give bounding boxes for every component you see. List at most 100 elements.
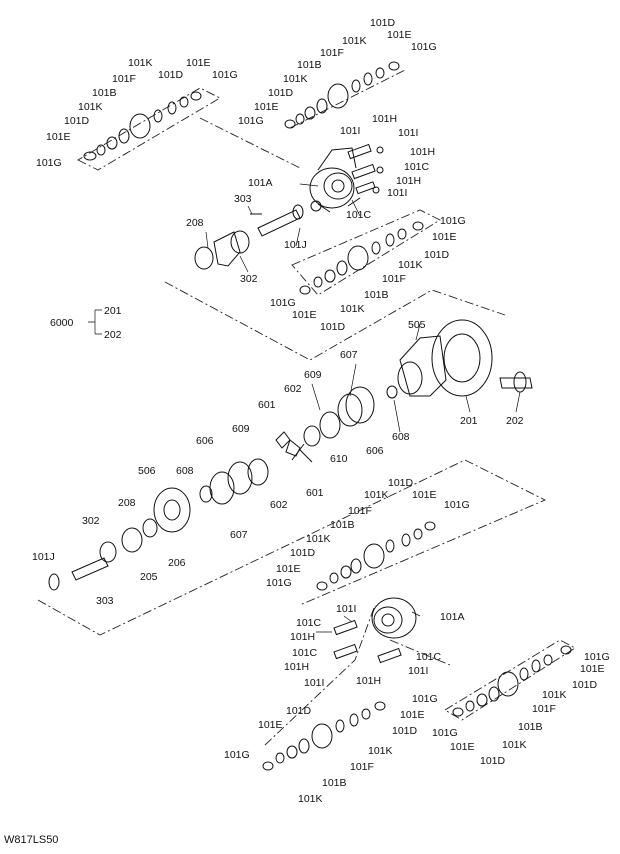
label-f9: 101E xyxy=(276,563,301,575)
label-e10: 608 xyxy=(392,431,410,443)
bearing-stack-upper-right xyxy=(299,221,424,295)
label-g10: 101G xyxy=(224,749,250,761)
label-g9: 101E xyxy=(258,719,283,731)
label-e17: 506 xyxy=(138,465,156,477)
label-e20: 208 xyxy=(118,497,136,509)
label-e24: 101J xyxy=(32,551,55,563)
label-b6: 101B xyxy=(92,87,117,99)
label-h2: 101E xyxy=(450,741,475,753)
label-h4: 101K xyxy=(502,739,527,751)
label-d10: 101G xyxy=(440,215,466,227)
label-a9: 101E xyxy=(254,101,279,113)
label-b4: 101D xyxy=(158,69,184,81)
label-f7: 101K xyxy=(306,533,331,545)
diff-case-half-506 xyxy=(153,487,191,533)
bearing-stack-lower-center xyxy=(316,521,436,591)
label-h7: 101K xyxy=(542,689,567,701)
label-a3: 101E xyxy=(387,29,412,41)
ring-gear-201 xyxy=(431,319,493,397)
seal xyxy=(363,72,373,86)
label-c3: 101J xyxy=(284,239,307,251)
washer xyxy=(190,91,202,101)
label-b2: 101E xyxy=(186,57,211,69)
label-g1: 101G xyxy=(412,693,438,705)
label-e2: 202 xyxy=(104,329,122,341)
label-a6: 101B xyxy=(297,59,322,71)
washer xyxy=(83,151,97,161)
lower-outline xyxy=(37,459,547,636)
label-e14: 610 xyxy=(330,453,348,465)
label-d9: 101E xyxy=(432,231,457,243)
label-6000: 6000 xyxy=(50,317,74,329)
upper-right-group-outline xyxy=(291,209,441,296)
label-f6: 101B xyxy=(330,519,355,531)
label-a2: 101K xyxy=(342,35,367,47)
snap-ring xyxy=(295,113,305,125)
label-g3: 101D xyxy=(392,725,418,737)
label-f11: 101I xyxy=(336,603,356,615)
label-a12: 101H xyxy=(372,113,397,125)
label-e6: 607 xyxy=(340,349,358,361)
label-b8: 101D xyxy=(64,115,90,127)
label-a18: 101A xyxy=(248,177,273,189)
label-d5: 101F xyxy=(382,273,406,285)
label-d7: 101K xyxy=(398,259,423,271)
label-f16: 101H xyxy=(284,661,309,673)
snap-ring xyxy=(375,67,385,79)
label-a10: 101G xyxy=(238,115,264,127)
label-e13: 606 xyxy=(196,435,214,447)
label-a16: 101H xyxy=(396,175,421,187)
leader-lines xyxy=(205,183,521,633)
callout-labels: 101D 101K 101E 101G 101F 101B 101K 101D … xyxy=(32,17,610,805)
label-h10: 101G xyxy=(584,651,610,663)
label-f5: 101F xyxy=(348,505,372,517)
label-e7: 609 xyxy=(304,369,322,381)
label-b7: 101K xyxy=(78,101,103,113)
label-f17: 101I xyxy=(304,677,324,689)
label-a8: 101D xyxy=(268,87,294,99)
spacer xyxy=(118,128,130,144)
label-h8: 101D xyxy=(572,679,598,691)
label-b9: 101E xyxy=(46,131,71,143)
spacer xyxy=(316,98,328,114)
label-a5: 101F xyxy=(320,47,344,59)
label-b5: 101F xyxy=(112,73,136,85)
upper-left-group-outline xyxy=(77,87,221,171)
label-a11: 101I xyxy=(340,125,360,137)
ring-gear-and-pinion xyxy=(397,319,533,397)
label-h1: 101G xyxy=(432,727,458,739)
pinion-shaft-202 xyxy=(499,377,533,389)
label-e5: 202 xyxy=(506,415,524,427)
label-h3: 101D xyxy=(480,755,506,767)
label-e1: 201 xyxy=(104,305,122,317)
label-g8: 101D xyxy=(286,705,312,717)
label-e16: 602 xyxy=(270,499,288,511)
label-a17: 101I xyxy=(387,187,407,199)
bearing-stack-lower-right xyxy=(452,645,572,717)
label-d2: 101E xyxy=(292,309,317,321)
label-a7: 101K xyxy=(283,73,308,85)
label-f3: 101E xyxy=(412,489,437,501)
label-f2: 101K xyxy=(364,489,389,501)
label-e23: 205 xyxy=(140,571,158,583)
label-b1: 101K xyxy=(128,57,153,69)
label-e8: 602 xyxy=(284,383,302,395)
bearing-stack-upper-left xyxy=(83,91,202,161)
label-g2: 101E xyxy=(400,709,425,721)
label-f20: 101H xyxy=(356,675,381,687)
drawing-code: W817LS50 xyxy=(4,834,59,846)
lower-case-bracket xyxy=(264,604,451,746)
label-e3: 505 xyxy=(408,319,426,331)
planet-carrier-upper xyxy=(309,143,384,213)
label-d4: 101K xyxy=(340,303,365,315)
label-d8: 101D xyxy=(424,249,450,261)
label-f14: 101H xyxy=(290,631,315,643)
bearing-race xyxy=(106,136,118,150)
label-a14: 101H xyxy=(410,146,435,158)
assembly-bracket xyxy=(88,309,102,335)
roller-bearing xyxy=(129,113,151,139)
snap-ring xyxy=(96,144,106,156)
label-e11: 606 xyxy=(366,445,384,457)
label-d3: 101D xyxy=(320,321,346,333)
label-g5: 101F xyxy=(350,761,374,773)
